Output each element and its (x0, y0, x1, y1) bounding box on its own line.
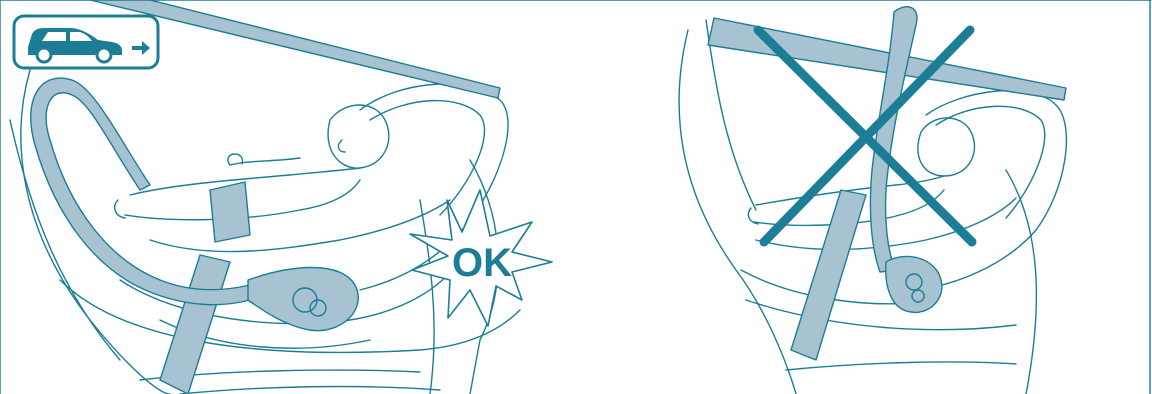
carrier-shell-back (916, 91, 1066, 290)
infant-head (918, 118, 975, 176)
infant-feet (115, 200, 125, 218)
vehicle-seat-back (679, 30, 796, 394)
correct-installation-drawing: OK (0, 0, 576, 394)
vehicle-seat-base-2 (180, 387, 440, 394)
carrier-handle-upright (870, 7, 917, 272)
infant-ear (338, 140, 345, 152)
vehicle-seat-front-2 (420, 200, 434, 394)
panel-incorrect-installation (576, 0, 1152, 394)
car-forward-direction-icon (14, 16, 158, 68)
diagonal-belt-lower (791, 190, 866, 360)
carrier-shell-inner (936, 106, 1045, 218)
carrier-shell-inner (370, 101, 484, 215)
vehicle-seat-base (786, 362, 1016, 370)
vehicle-seat-lower (746, 300, 1016, 330)
handle-pivot (248, 268, 358, 331)
panel-correct-installation: OK (0, 0, 576, 394)
carrier-shell-rim (150, 200, 450, 252)
lap-belt (210, 182, 250, 242)
incorrect-installation-drawing (576, 0, 1152, 394)
infant-arm (230, 158, 300, 165)
ok-label: OK (452, 241, 512, 285)
